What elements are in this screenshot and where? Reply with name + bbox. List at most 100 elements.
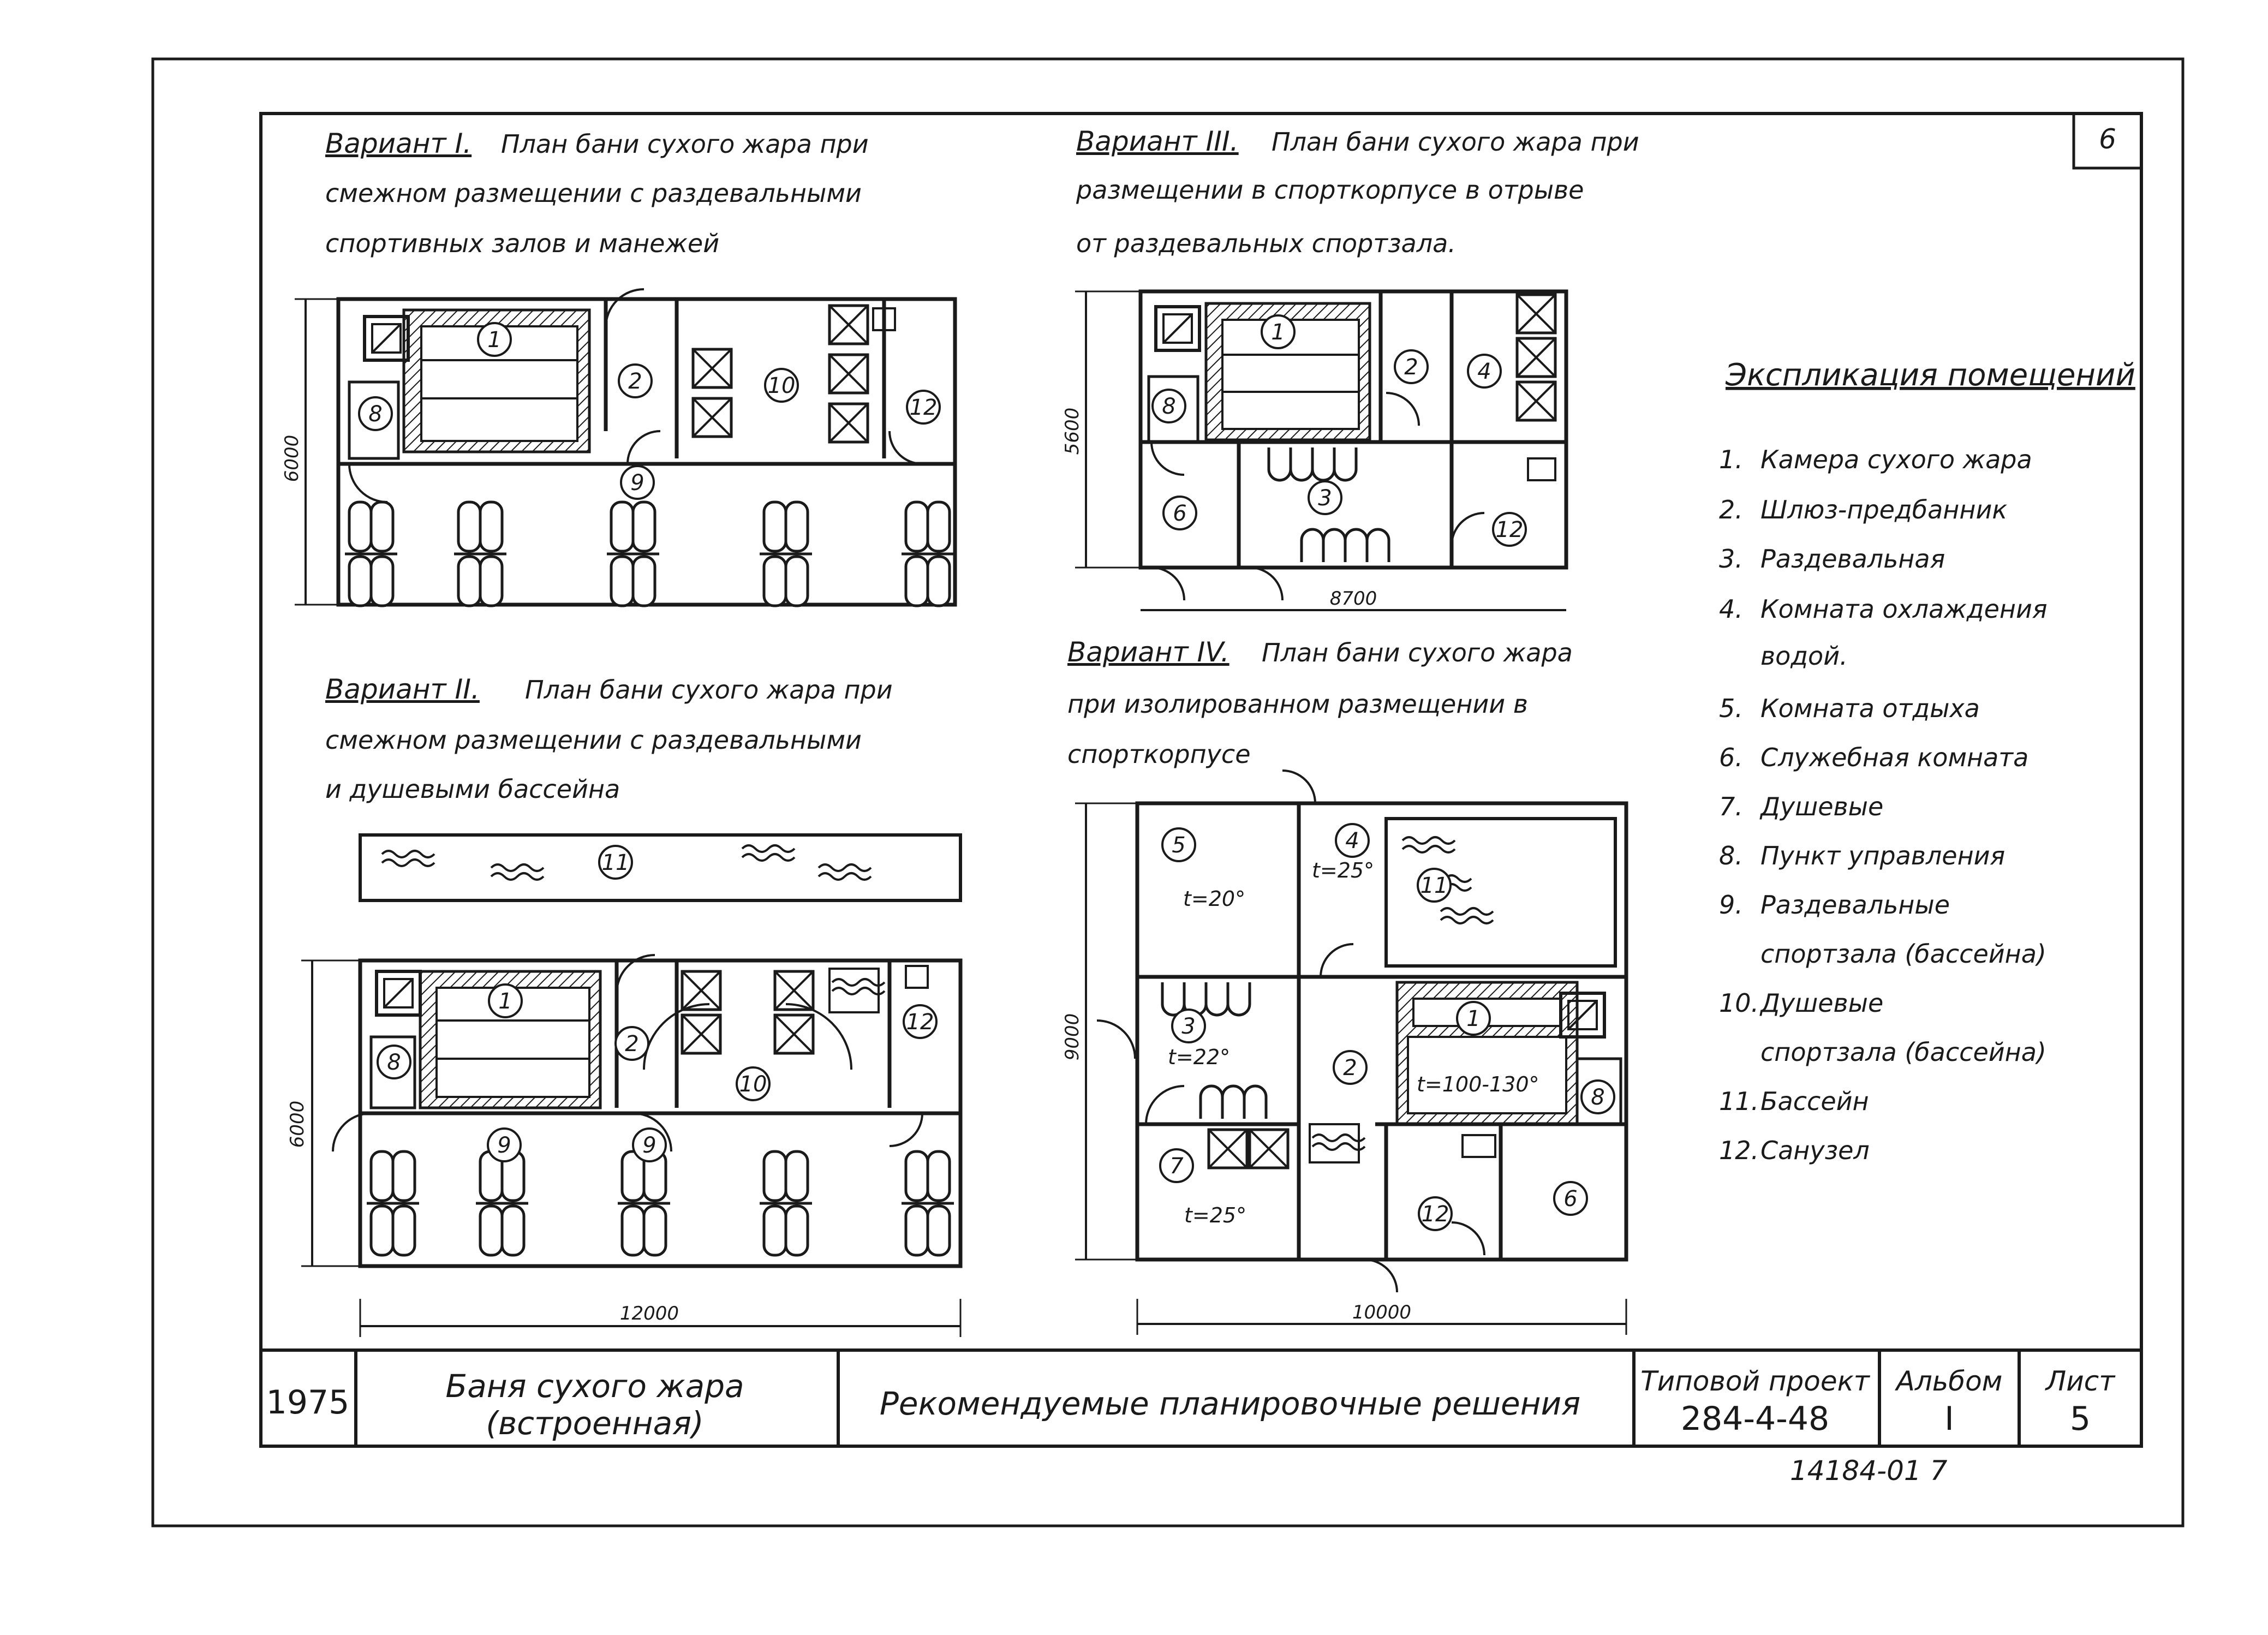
room-marker-numbers: 1 2 10 12 8 9 1 2 10 12 8 9 9 11 1 2 4 8… <box>368 320 1604 1227</box>
label-text: 2. <box>1719 495 1743 524</box>
sheet-label: Лист <box>2045 1365 2116 1397</box>
variant-2-dim-horizontal: 12000 <box>620 1303 679 1324</box>
title-block <box>259 1348 2143 1448</box>
temp-sauna: t=100-130° <box>1417 1072 1539 1096</box>
label-text: спортзала (бассейна) <box>1760 939 2046 969</box>
variant-3-caption: Вариант III. План бани сухого жара при р… <box>1076 126 1639 258</box>
label-text: 8 <box>1591 1085 1604 1110</box>
variant-1-line-3: спортивных залов и манежей <box>325 229 719 258</box>
label-text: 9 <box>630 470 644 496</box>
variant-3-line-2: размещении в спорткорпусе в отрыве <box>1076 175 1584 205</box>
title-name-line-1: Баня сухого жара <box>445 1368 744 1405</box>
album-label: Альбом <box>1895 1365 2003 1397</box>
temp-showers: t=25° <box>1184 1203 1246 1227</box>
label-text: 12 <box>906 1010 934 1035</box>
variant-4-dim-horizontal: 10000 <box>1352 1302 1411 1323</box>
label-text: 6 <box>1173 501 1186 526</box>
label-text: 1 <box>1271 320 1285 345</box>
label-text: Пункт управления <box>1760 841 2005 870</box>
title-year: 1975 <box>266 1383 350 1422</box>
archive-stamp: 14184-01 7 <box>1790 1455 1948 1487</box>
project-number: 284-4-48 <box>1681 1400 1829 1438</box>
label-text: спортзала (бассейна) <box>1760 1037 2046 1067</box>
label-text: Душевые <box>1759 988 1883 1018</box>
label-text: 8 <box>387 1050 401 1075</box>
label-text: 8 <box>1162 394 1175 419</box>
variant-3-plan <box>1075 289 1568 611</box>
variant-4-line-3: спорткорпусе <box>1067 739 1251 769</box>
variant-2-line-2: смежном размещении с раздевальными <box>325 725 862 755</box>
temp-cooling-room: t=25° <box>1312 858 1374 882</box>
label-text: 3. <box>1719 544 1743 574</box>
variant-1-dim-vertical: 6000 <box>281 435 303 482</box>
variant-4-plan <box>1075 769 1628 1335</box>
variant-1-line-1: План бани сухого жара при <box>501 129 869 159</box>
variant-1-caption: Вариант I. План бани сухого жара при сме… <box>325 128 869 258</box>
label-text: 12 <box>1496 517 1524 542</box>
variant-4-title: Вариант IV. <box>1067 636 1230 668</box>
variant-2-plan <box>301 833 963 1337</box>
label-text: 1. <box>1719 445 1743 474</box>
album-value: I <box>1944 1400 1954 1438</box>
temp-rest-room: t=20° <box>1183 887 1245 911</box>
project-label: Типовой проект <box>1640 1365 1871 1397</box>
label-text: 7 <box>1169 1154 1184 1179</box>
sheet-value: 5 <box>2070 1400 2091 1438</box>
variant-3-line-1: План бани сухого жара при <box>1272 127 1639 157</box>
label-text: Душевые <box>1759 792 1883 821</box>
variant-3-line-3: от раздевальных спортзала. <box>1076 229 1456 258</box>
label-text: 7. <box>1719 792 1743 821</box>
label-text: 11 <box>1421 873 1448 898</box>
label-text: 6 <box>1563 1186 1577 1212</box>
label-text: 11 <box>602 850 630 875</box>
label-text: 1 <box>498 989 512 1014</box>
sheet-number: 6 <box>2099 123 2116 155</box>
label-text: Санузел <box>1760 1136 1870 1165</box>
variant-2-caption: Вариант II. План бани сухого жара при см… <box>325 673 893 804</box>
title-name-line-2: (встроенная) <box>486 1405 703 1442</box>
label-text: 5 <box>1172 833 1185 858</box>
label-text: 4. <box>1719 594 1743 624</box>
temp-changing-room: t=22° <box>1168 1045 1230 1069</box>
label-text: Служебная комната <box>1760 743 2028 772</box>
label-text: 1 <box>487 327 501 353</box>
label-text: водой. <box>1760 641 1848 671</box>
label-text: 3 <box>1181 1014 1195 1039</box>
variant-1-title: Вариант I. <box>325 128 471 159</box>
label-text: Шлюз-предбанник <box>1760 495 2007 524</box>
label-text: 9 <box>642 1133 656 1158</box>
variant-1-line-2: смежном размещении с раздевальными <box>325 178 862 208</box>
legend-title: Экспликация помещений <box>1725 357 2135 393</box>
label-text: 1 <box>1466 1006 1480 1031</box>
room-markers <box>358 314 1615 1231</box>
variant-4-line-2: при изолированном размещении в <box>1067 689 1528 719</box>
label-text: 8. <box>1719 841 1743 870</box>
label-text: 5. <box>1719 694 1743 723</box>
legend-items: 1. Камера сухого жара 2. Шлюз-предбанник 3… <box>1719 445 2048 1165</box>
label-text: 12. <box>1719 1136 1759 1165</box>
variant-2-dim-vertical: 6000 <box>287 1101 308 1148</box>
label-text: 3 <box>1318 486 1332 511</box>
label-text: 10 <box>739 1072 767 1097</box>
label-text: Раздевальная <box>1760 544 1945 574</box>
variant-2-title: Вариант II. <box>325 673 480 705</box>
variant-4-line-1: План бани сухого жара <box>1262 638 1573 667</box>
label-text: 12 <box>1422 1202 1449 1227</box>
label-text: Камера сухого жара <box>1760 445 2032 474</box>
variant-2-line-1: План бани сухого жара при <box>525 675 893 705</box>
variant-4-dim-vertical: 9000 <box>1061 1013 1083 1061</box>
sheet-number-box: 6 <box>2072 112 2143 170</box>
label-text: 10. <box>1719 988 1759 1018</box>
label-text: 12 <box>910 395 938 420</box>
label-text: Раздевальные <box>1760 890 1950 920</box>
label-text: 8 <box>368 402 382 427</box>
variant-3-title: Вариант III. <box>1076 126 1239 157</box>
label-text: 6. <box>1719 743 1743 772</box>
title-description: Рекомендуемые планировочные решения <box>880 1385 1580 1422</box>
label-text: 11. <box>1719 1087 1759 1116</box>
label-text: 2 <box>1404 355 1418 380</box>
label-text: 4 <box>1345 828 1359 854</box>
variant-3-dim-horizontal: 8700 <box>1330 588 1377 610</box>
variant-4-caption: Вариант IV. План бани сухого жара при из… <box>1067 636 1573 769</box>
